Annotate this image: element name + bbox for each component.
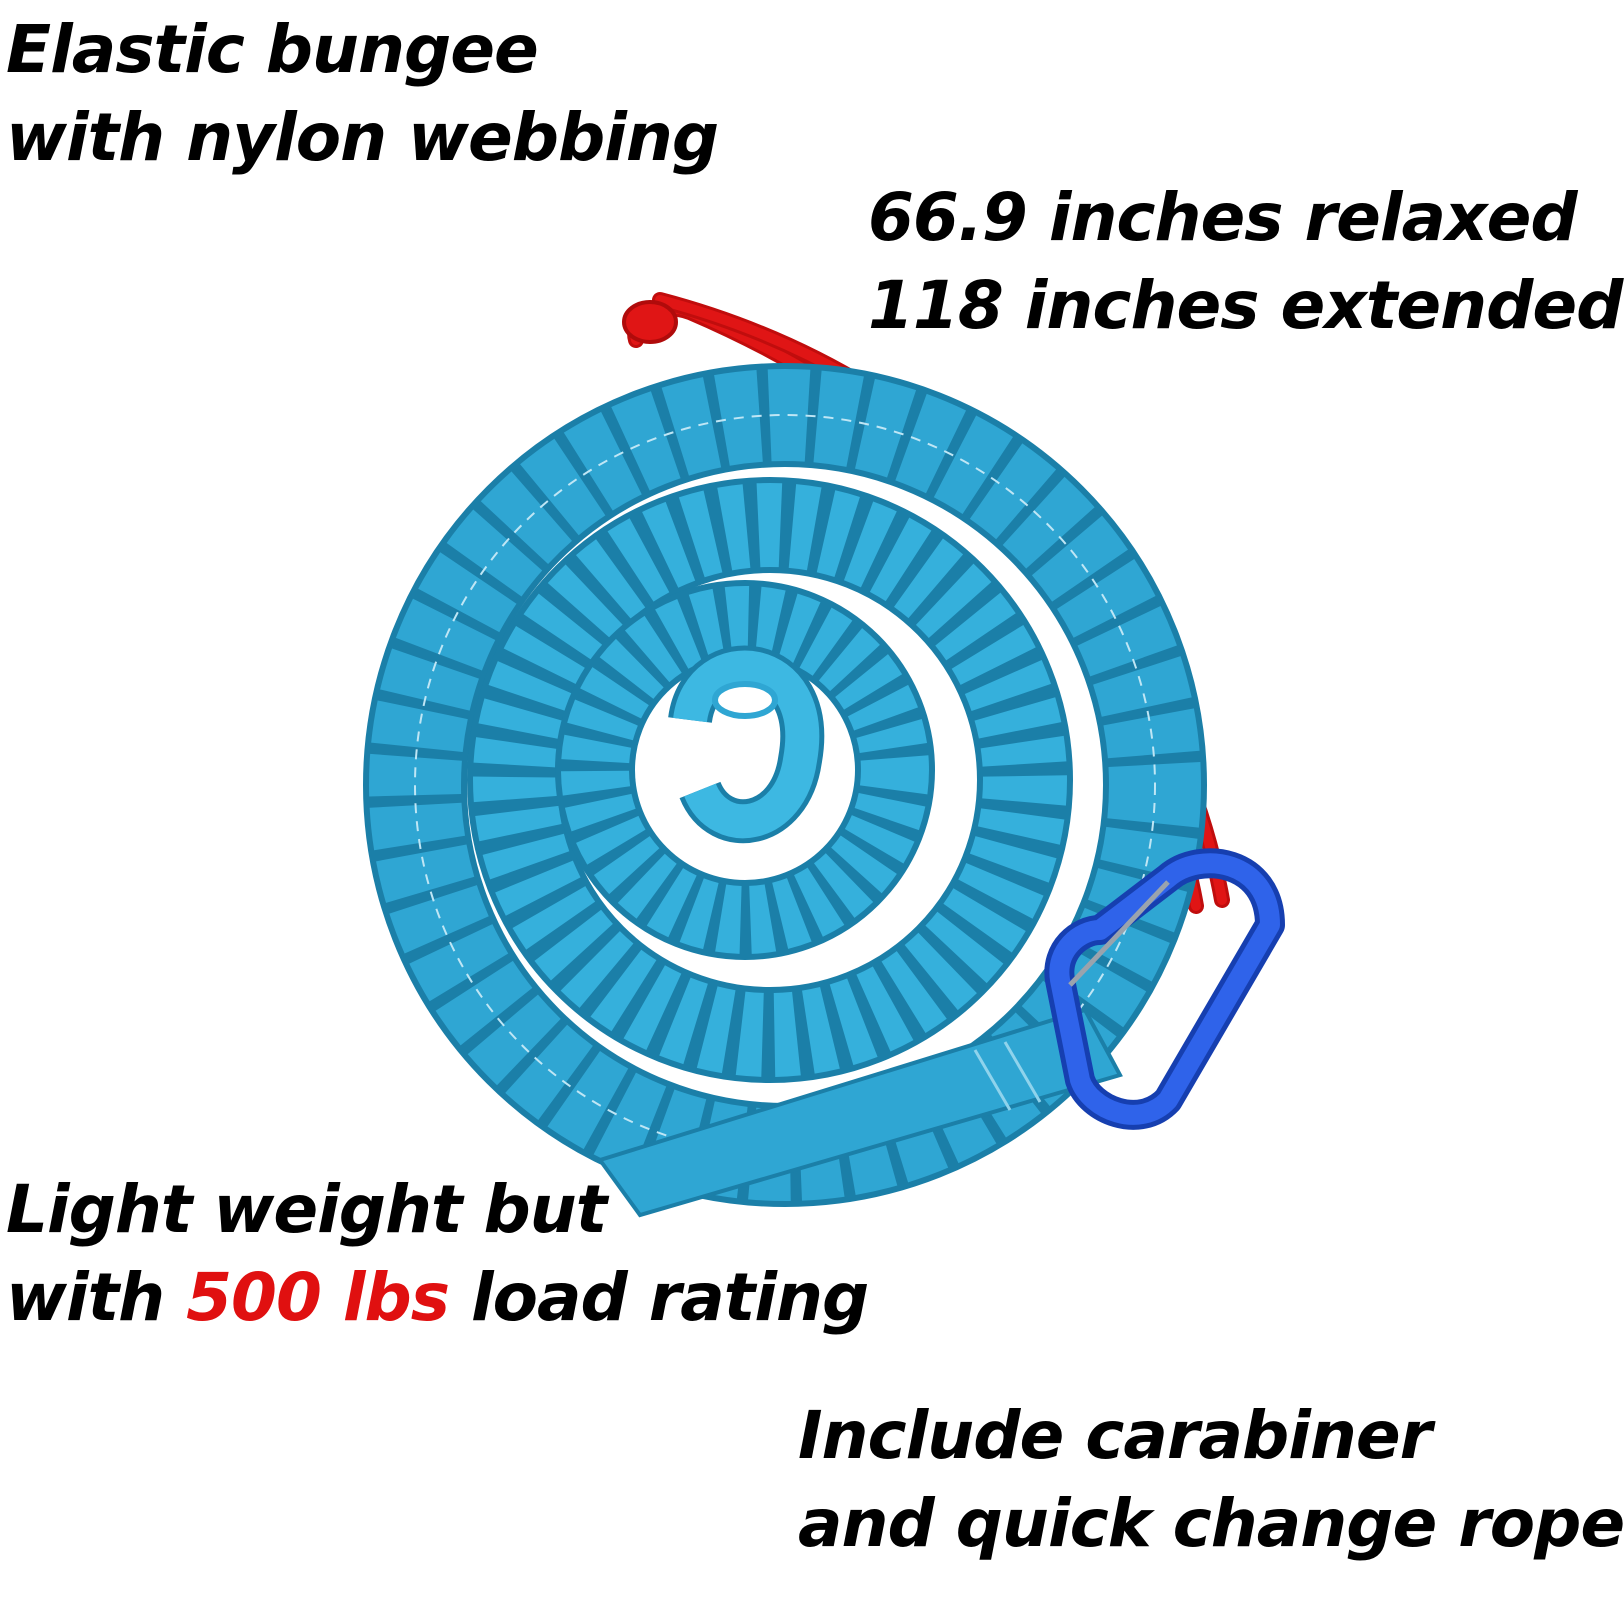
caption-length: 66.9 inches relaxed 118 inches extended	[868, 174, 1623, 350]
caption-prefix: with	[6, 1259, 187, 1336]
caption-line: Elastic bungee	[6, 11, 539, 88]
caption-line: Light weight but	[6, 1171, 607, 1248]
caption-elastic-bungee: Elastic bungee with nylon webbing	[6, 6, 719, 182]
load-rating-highlight: 500 lbs	[186, 1259, 450, 1336]
blue-carabiner	[1044, 848, 1285, 1130]
caption-line: Include carabiner	[798, 1397, 1432, 1474]
caption-line: 118 inches extended	[868, 267, 1623, 344]
caption-line-2: with 500 lbs load rating	[6, 1254, 869, 1342]
caption-line: and quick change rope	[798, 1485, 1624, 1562]
flat-webbing-end	[596, 1007, 1123, 1218]
blue-bungee-coil	[363, 363, 1207, 1207]
caption-line: 66.9 inches relaxed	[868, 179, 1578, 256]
caption-line: with nylon webbing	[6, 99, 719, 176]
caption-include-carabiner: Include carabiner and quick change rope	[798, 1392, 1624, 1568]
caption-suffix: load rating	[449, 1259, 869, 1336]
caption-load-rating: Light weight but with 500 lbs load ratin…	[6, 1166, 869, 1342]
